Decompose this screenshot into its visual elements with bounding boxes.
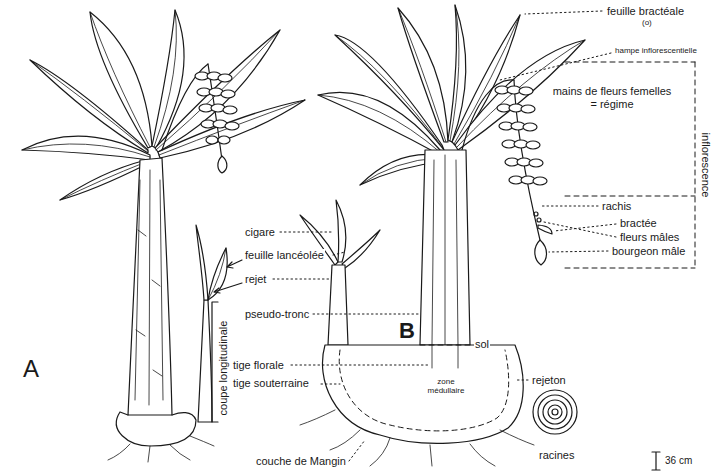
plant-a-sucker [198, 300, 212, 422]
plant-b-corm [339, 350, 508, 431]
leader-lines [500, 53, 611, 80]
plant-b-inflorescence [523, 123, 537, 131]
plant-a-bunch [223, 106, 237, 114]
plant-a-leaves [90, 12, 152, 148]
plant-b-trunk [420, 150, 470, 345]
plant-b-sucker [342, 230, 380, 268]
plant-b-sucker [336, 200, 346, 262]
part-label: tige souterraine [232, 377, 310, 390]
part-label: racines [538, 449, 575, 462]
part-label: fleurs mâles [619, 231, 680, 244]
part-label: tige florale [232, 359, 285, 372]
part-label: cigare [244, 226, 276, 239]
scale-bar [652, 452, 660, 470]
plant-b-inflorescence [538, 225, 552, 234]
part-label: bractée [619, 217, 658, 230]
leader-lines [349, 440, 365, 461]
part-label: feuille lancéolée [244, 249, 325, 262]
plant-b-inflorescence [533, 177, 547, 185]
plant-b-corm [322, 345, 523, 443]
bracket-label: inflorescence [700, 132, 713, 199]
leader-lines [313, 314, 420, 315]
part-label: (o) [641, 18, 653, 27]
leader-lines [333, 252, 345, 255]
part-label: bourgeon mâle [611, 245, 686, 258]
scale-label: 36 cm [664, 455, 693, 467]
plant-a-trunk [108, 158, 214, 462]
leader-lines [273, 279, 330, 280]
plant-a-bunch [218, 136, 230, 144]
plant-a-trunk [135, 170, 163, 405]
bracket-label: coupe longitudinale [217, 320, 230, 417]
plant-b-inflorescence [537, 218, 541, 222]
leader-lines [544, 222, 616, 237]
plant-a-bunch [218, 74, 232, 82]
part-label: rejeton [531, 374, 567, 387]
cross-section [548, 405, 562, 419]
plant-b-inflorescence [462, 80, 552, 265]
plant-b-inflorescence [521, 105, 535, 113]
leader-lines [549, 251, 608, 252]
plant-a-bunch [162, 64, 239, 173]
leader-lines [280, 232, 332, 233]
plant-b-trunk [420, 150, 470, 345]
part-label: hampe inflorescentielle [614, 46, 698, 55]
plant-b-inflorescence [534, 212, 538, 216]
leader-lines [516, 380, 528, 381]
plant-b-inflorescence [519, 87, 533, 95]
leader-lines [214, 283, 242, 293]
cross-section [538, 395, 572, 429]
cross-section [533, 390, 577, 434]
plant-a-bunch [206, 136, 218, 144]
plant-a-trunk [116, 412, 196, 446]
cross-section [533, 390, 577, 434]
part-label: rejet [244, 273, 267, 286]
part-label: pseudo-tronc [244, 308, 310, 321]
part-label: mains de fleurs femelles = régime [548, 85, 676, 110]
leader-lines [291, 365, 428, 366]
plant-b-trunk [432, 155, 458, 345]
brackets [212, 62, 695, 422]
plant-a-bunch [221, 90, 235, 98]
plant-b-corm [300, 345, 534, 466]
part-label: feuille bractéale [606, 5, 685, 18]
plant-b-sucker [328, 265, 348, 345]
plant-a-leaves [22, 10, 305, 200]
plant-a-bunch [218, 156, 227, 173]
part-label: couche de Mangin [255, 455, 347, 468]
plant-b-inflorescence [529, 159, 543, 167]
plant-a-trunk [128, 158, 172, 415]
leader-lines [321, 384, 340, 385]
part-label: zone médullaire [423, 377, 469, 395]
plant-b-inflorescence [462, 80, 514, 150]
plant-a-trunk [108, 436, 214, 462]
cross-section [543, 400, 567, 424]
plant-b-corm [432, 345, 458, 368]
plant-a-leaves [22, 10, 305, 200]
leader-lines [540, 206, 598, 207]
part-label: sol [474, 338, 490, 351]
plant-b-sucker [300, 200, 380, 345]
plant-a-sucker [196, 225, 208, 300]
scale-bar [652, 452, 660, 470]
cross-section [552, 409, 558, 415]
figure-letter: B [398, 318, 416, 343]
plant-b-inflorescence [526, 141, 540, 149]
brackets [420, 345, 470, 346]
leader-lines [525, 11, 602, 14]
figure-letter: A [22, 355, 40, 383]
leader-lines [554, 224, 616, 231]
plant-a-bunch [225, 122, 239, 130]
plant-b-inflorescence [535, 240, 547, 265]
leader-lines [227, 260, 242, 268]
part-label: rachis [601, 200, 632, 213]
leader-lines [214, 11, 616, 461]
